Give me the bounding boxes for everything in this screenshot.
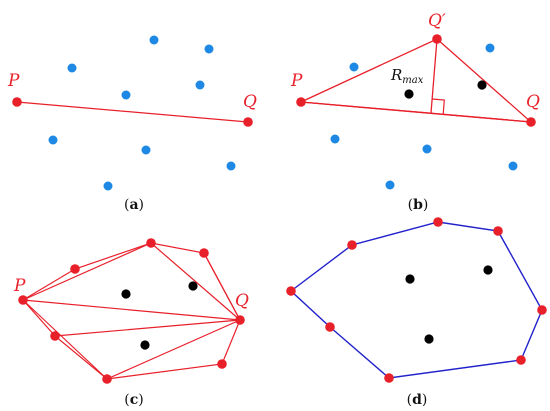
point (121, 90, 131, 100)
point (477, 80, 487, 90)
point (67, 63, 77, 73)
point (140, 340, 150, 350)
point-q (526, 117, 536, 127)
point (404, 89, 414, 99)
point (349, 62, 359, 72)
point-p (12, 97, 22, 107)
point (330, 134, 340, 144)
final-convex-hull (289, 221, 543, 379)
point-q (235, 315, 245, 325)
point-p (296, 97, 306, 107)
pq-line (300, 101, 532, 123)
caption-c: (c) (124, 392, 143, 408)
panel-a: P Q (a) (7, 35, 257, 213)
point (204, 44, 214, 54)
point (433, 217, 443, 227)
point (195, 80, 205, 90)
hull-points (286, 217, 547, 383)
point (217, 359, 227, 369)
interior-points (404, 80, 487, 99)
outer-hull (22, 242, 241, 380)
point (347, 240, 357, 250)
point (516, 355, 526, 365)
label-p: P (290, 71, 303, 91)
point (146, 238, 156, 248)
point (405, 274, 415, 284)
subdivision-lines (22, 242, 241, 380)
hull-points (18, 238, 245, 384)
point (149, 35, 159, 45)
interior-points (121, 281, 198, 350)
point (70, 264, 80, 274)
point (537, 305, 547, 315)
chord (106, 319, 241, 380)
point (485, 43, 495, 53)
point (325, 322, 335, 332)
point (103, 181, 113, 191)
caption-a: (a) (124, 197, 144, 213)
point (226, 161, 236, 171)
point (422, 144, 432, 154)
point (493, 226, 503, 236)
point (384, 373, 394, 383)
chord (203, 252, 241, 321)
point (199, 248, 209, 258)
point (50, 331, 60, 341)
point (424, 334, 434, 344)
point (286, 286, 296, 296)
right-angle-marker (432, 98, 445, 115)
panel-c: P Q (c) (13, 238, 249, 408)
point (121, 289, 131, 299)
label-rmax: Rmax (390, 66, 424, 86)
pq-line (16, 101, 249, 123)
caption-b: (b) (408, 197, 429, 213)
point-p (18, 295, 28, 305)
point (141, 145, 151, 155)
rmax-perpendicular (430, 38, 438, 114)
chord (54, 319, 241, 337)
point (188, 281, 198, 291)
point (508, 161, 518, 171)
chord (150, 242, 241, 321)
label-q: Q (235, 291, 249, 311)
point-q (243, 117, 253, 127)
chord (22, 299, 241, 321)
panel-d: (d) (286, 217, 547, 408)
point-qprime (432, 34, 442, 44)
point (385, 180, 395, 190)
panel-b: P Q Q′ Rmax (b) (290, 11, 540, 213)
chord (22, 242, 152, 301)
label-qprime: Q′ (428, 11, 446, 31)
interior-points (405, 265, 493, 344)
point (483, 265, 493, 275)
label-p: P (13, 276, 26, 296)
label-q: Q (243, 92, 257, 112)
blue-points (330, 43, 518, 190)
point (48, 135, 58, 145)
point (102, 374, 112, 384)
caption-d: (d) (407, 392, 428, 408)
chord (22, 299, 108, 380)
label-q: Q (526, 92, 540, 112)
label-p: P (7, 71, 20, 91)
blue-points (48, 35, 236, 191)
